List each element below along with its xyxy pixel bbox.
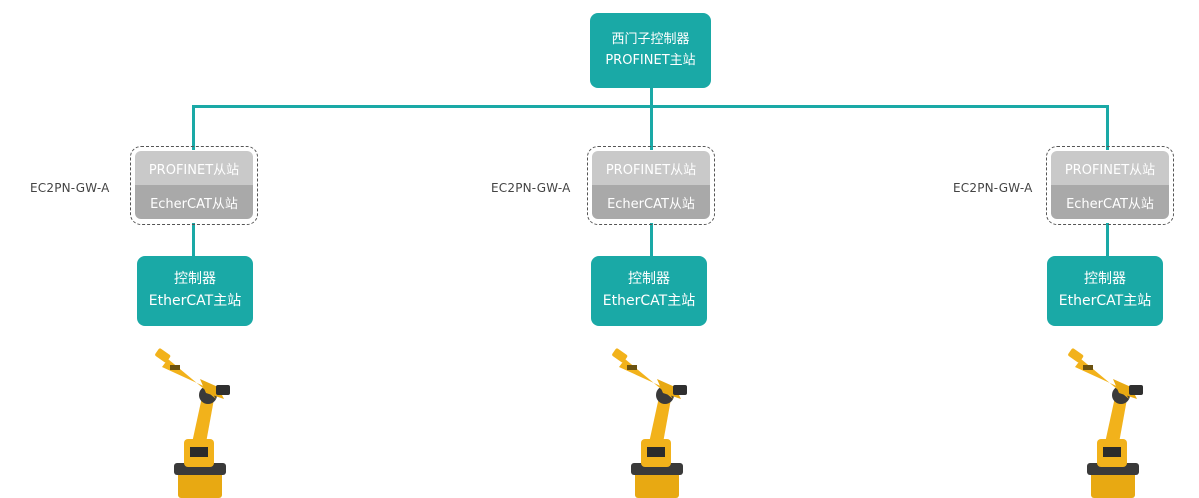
- gateway-ethercat-slave: EcherCAT从站: [1051, 185, 1169, 219]
- gateway-to-controller-line-3: [1106, 223, 1109, 258]
- ethercat-master-controller: 控制器 EtherCAT主站: [137, 256, 253, 326]
- siemens-controller-master: 西门子控制器 PROFINET主站: [590, 13, 711, 88]
- gateway-outline: [587, 146, 715, 225]
- gateway-model-label: EC2PN-GW-A: [953, 181, 1033, 195]
- industrial-robot-icon: [1068, 348, 1143, 498]
- controller-subtitle: EtherCAT主站: [148, 293, 242, 309]
- gateway-outline: [1046, 146, 1174, 225]
- controller-title: 控制器: [1084, 271, 1126, 288]
- controller-title: 控制器: [628, 271, 670, 288]
- industrial-robot-icon: [155, 348, 230, 498]
- gateway-model-label: EC2PN-GW-A: [491, 181, 571, 195]
- ethercat-master-controller: 控制器 EtherCAT主站: [1047, 256, 1163, 326]
- master-subtitle: PROFINET主站: [605, 52, 696, 68]
- controller-subtitle: EtherCAT主站: [602, 293, 696, 309]
- gateway-to-controller-line-2: [650, 223, 653, 258]
- gateway-model-label: EC2PN-GW-A: [30, 181, 110, 195]
- gateway-to-controller-line-1: [192, 223, 195, 258]
- gateway-profinet-slave: PROFINET从站: [135, 151, 253, 185]
- ethercat-master-controller: 控制器 EtherCAT主站: [591, 256, 707, 326]
- gateway-profinet-slave: PROFINET从站: [1051, 151, 1169, 185]
- bus-drop-line-2: [650, 106, 653, 150]
- bus-drop-line-1: [192, 106, 195, 150]
- controller-title: 控制器: [174, 271, 216, 288]
- master-title: 西门子控制器: [611, 32, 690, 48]
- master-down-line: [650, 88, 653, 106]
- gateway-outline: [130, 146, 258, 225]
- gateway-ethercat-slave: EcherCAT从站: [135, 185, 253, 219]
- industrial-robot-icon: [612, 348, 687, 498]
- gateway-profinet-slave: PROFINET从站: [592, 151, 710, 185]
- gateway-ethercat-slave: EcherCAT从站: [592, 185, 710, 219]
- bus-drop-line-3: [1106, 106, 1109, 150]
- controller-subtitle: EtherCAT主站: [1058, 293, 1152, 309]
